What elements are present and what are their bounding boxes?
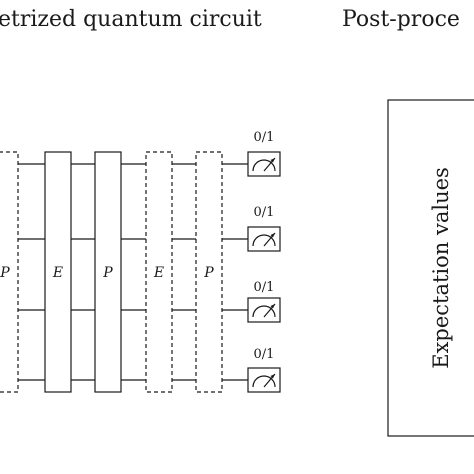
gate-e-1: E [44,151,72,393]
gauge-meter-icon [247,367,281,393]
gate-e-1-label: E [52,265,63,281]
gauge-meter-arrowhead [270,233,275,238]
measurement-label-3: 0/1 [254,280,275,295]
gate-e-2-label: E [153,265,164,281]
gate-p-1-box [0,151,19,393]
gauge-meter-icon [247,297,281,323]
measurement-meter-3 [247,297,281,323]
measurement-meter-2 [247,226,281,252]
measurement-meter-4 [247,367,281,393]
measurement-label-1: 0/1 [254,130,275,145]
postprocessing-box: Expectation values [387,99,474,437]
measurement-layer: 0/1 0/1 0/1 0/1 [247,130,281,393]
measurement-label-2: 0/1 [254,205,275,220]
gauge-meter-arc [252,159,276,172]
gate-e-2: E [145,151,173,393]
gauge-meter-arc [252,234,276,247]
gauge-meter-arc [252,305,276,318]
gate-p-3-label: P [203,265,214,281]
gate-p-3-box [195,151,223,393]
measurement-meter-1 [247,151,281,177]
postprocessing-box-frame [387,99,474,437]
gauge-meter-arrowhead [270,158,275,163]
gauge-meter-arrowhead [270,374,275,379]
gate-p-1: P [0,151,19,393]
measurement-label-4: 0/1 [254,347,275,362]
gate-p-1-label: P [0,265,10,281]
gate-layer: P E P E P [0,151,223,393]
postprocessing-header: Post-proce [342,7,460,32]
circuit-header: etrized quantum circuit [0,7,262,32]
gauge-meter-arc [252,375,276,388]
expectation-values-label: Expectation values [429,167,453,369]
gate-p-2: P [94,151,122,393]
gauge-meter-icon [247,151,281,177]
gate-p-2-box [94,151,122,393]
gate-e-1-box [44,151,72,393]
gate-e-2-box [145,151,173,393]
gate-p-2-label: P [102,265,113,281]
gauge-meter-icon [247,226,281,252]
gauge-meter-arrowhead [270,304,275,309]
gate-p-3: P [195,151,223,393]
